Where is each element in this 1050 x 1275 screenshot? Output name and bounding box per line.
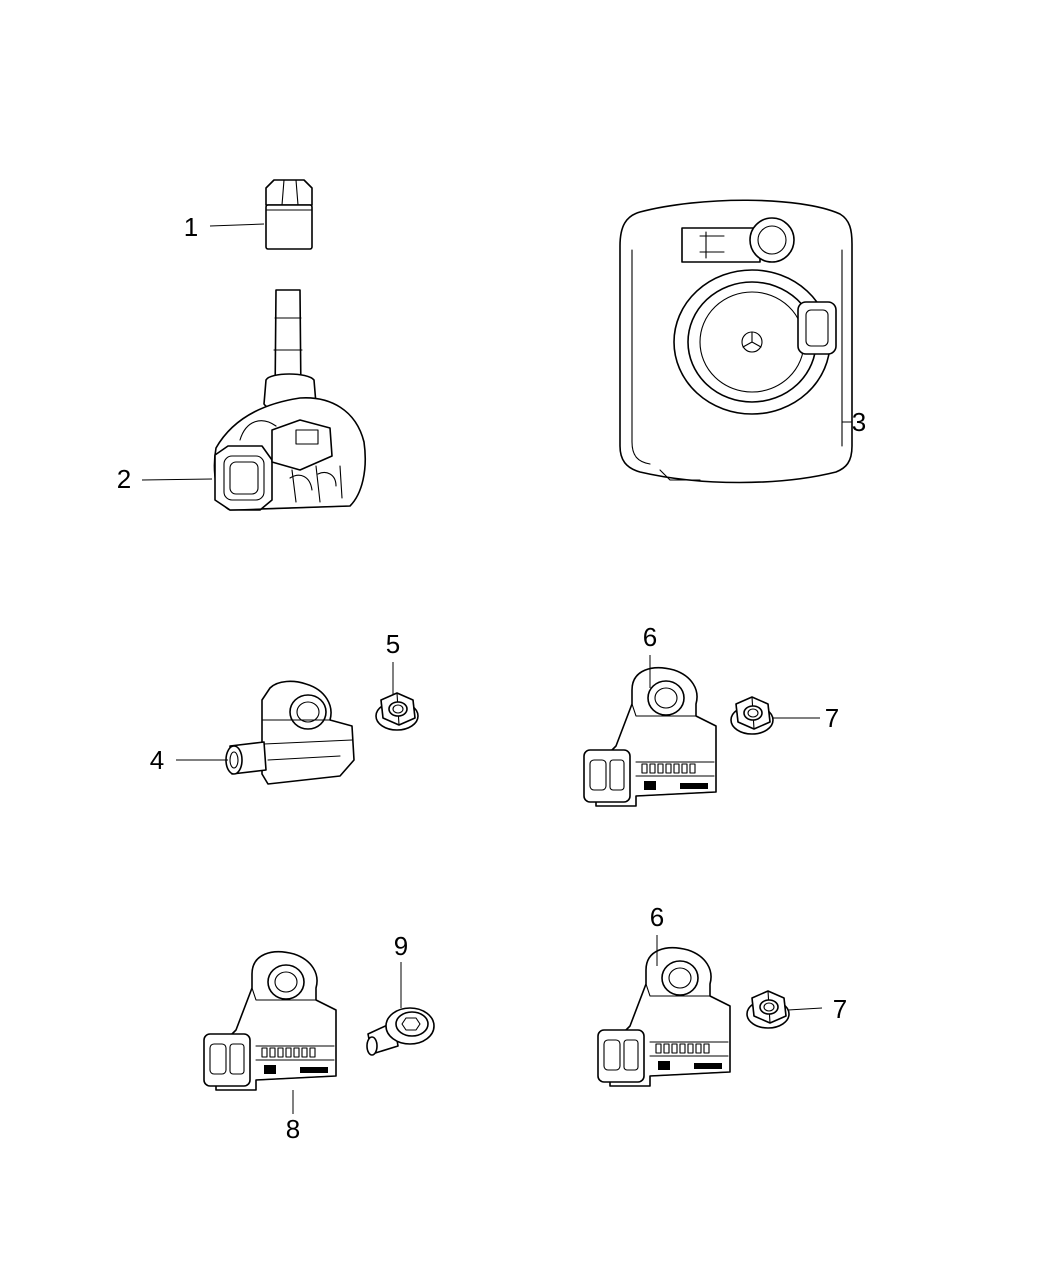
part-7-nut-2: [746, 990, 790, 1029]
callout-4: 4: [150, 745, 164, 775]
part-4-impact-sensor: [225, 680, 355, 785]
part-3-sensor-module: [619, 199, 853, 484]
part-2-tpms-sensor: [213, 289, 367, 511]
callout-6: 6: [643, 622, 657, 652]
part-8-impact-sensor: [203, 950, 337, 1091]
callout-2: 2: [117, 464, 131, 494]
leader-lines: [141, 223, 852, 1114]
callout-8: 8: [286, 1114, 300, 1144]
part-9-bolt: [366, 1007, 435, 1056]
callout-7-second: 7: [833, 994, 847, 1024]
part-1-valve-cap: [265, 179, 313, 250]
callout-7: 7: [825, 703, 839, 733]
callout-9: 9: [394, 931, 408, 961]
callout-3: 3: [852, 407, 866, 437]
part-6-impact-sensor: [583, 666, 717, 807]
callout-1: 1: [184, 212, 198, 242]
part-5-nut: [375, 692, 419, 731]
part-6-impact-sensor-2: [597, 946, 731, 1087]
callout-5: 5: [386, 629, 400, 659]
callout-6-second: 6: [650, 902, 664, 932]
part-7-nut: [730, 696, 774, 735]
